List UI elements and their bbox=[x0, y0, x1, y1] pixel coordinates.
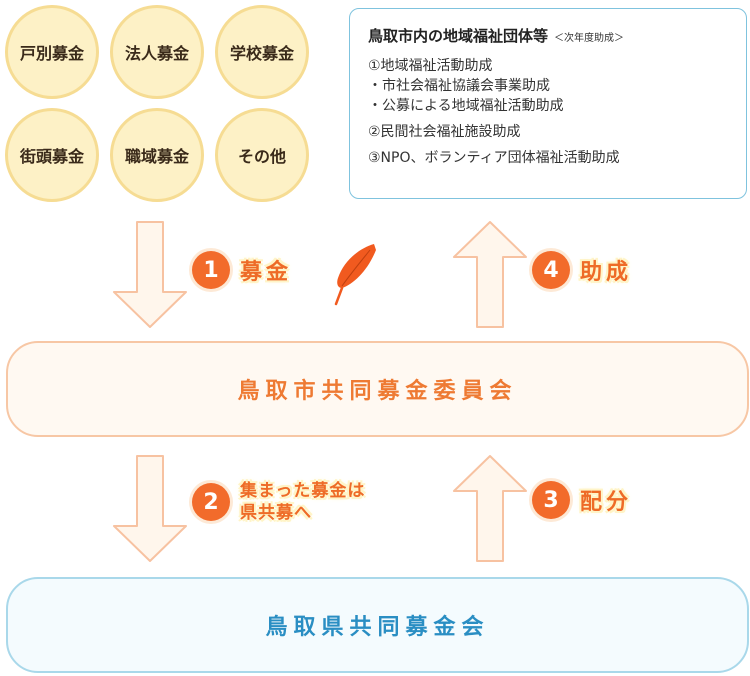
arrow-down-1-icon bbox=[113, 221, 187, 328]
recipient-line: ・公募による地域福祉活動助成 bbox=[368, 98, 564, 114]
recipient-title-text: 鳥取市内の地域福祉団体等 bbox=[368, 27, 549, 45]
step-label: 集まった募金は 県共募へ bbox=[240, 481, 366, 523]
step-label: 助成 bbox=[580, 260, 633, 285]
red-feather-icon bbox=[334, 244, 376, 306]
step-number: 1 bbox=[192, 251, 230, 289]
step-2: 2 集まった募金は 県共募へ bbox=[192, 480, 365, 524]
recipient-note: ＜次年度助成＞ bbox=[554, 33, 625, 44]
recipient-line: ・市社会福祉協議会事業助成 bbox=[368, 78, 550, 94]
recipient-line: ③NPO、ボランティア団体福祉活動助成 bbox=[368, 150, 620, 166]
source-street: 街頭募金 bbox=[5, 108, 99, 202]
step-3: 3 配分 bbox=[532, 481, 632, 519]
recipient-line: ①地域福祉活動助成 bbox=[368, 58, 493, 74]
source-door-to-door: 戸別募金 bbox=[5, 5, 99, 99]
arrow-up-3-icon bbox=[453, 455, 527, 562]
source-corporate: 法人募金 bbox=[110, 5, 204, 99]
recipient-info-box: 鳥取市内の地域福祉団体等 ＜次年度助成＞ ①地域福祉活動助成 ・市社会福祉協議会事… bbox=[349, 8, 747, 199]
step-1: 1 募金 bbox=[192, 251, 292, 289]
step-4: 4 助成 bbox=[532, 251, 632, 289]
city-committee-bar: 鳥取市共同募金委員会 bbox=[6, 341, 749, 437]
recipient-title: 鳥取市内の地域福祉団体等 ＜次年度助成＞ bbox=[368, 25, 728, 46]
source-other: その他 bbox=[215, 108, 309, 202]
step-number: 2 bbox=[192, 483, 230, 521]
arrow-up-4-icon bbox=[453, 221, 527, 328]
step-number: 3 bbox=[532, 481, 570, 519]
prefecture-committee-bar: 鳥取県共同募金会 bbox=[6, 577, 749, 673]
step-label: 配分 bbox=[580, 490, 633, 515]
step-label: 募金 bbox=[240, 260, 293, 285]
recipient-line: ②民間社会福祉施設助成 bbox=[368, 124, 521, 140]
step-number: 4 bbox=[532, 251, 570, 289]
source-workplace: 職域募金 bbox=[110, 108, 204, 202]
arrow-down-2-icon bbox=[113, 455, 187, 562]
source-school: 学校募金 bbox=[215, 5, 309, 99]
